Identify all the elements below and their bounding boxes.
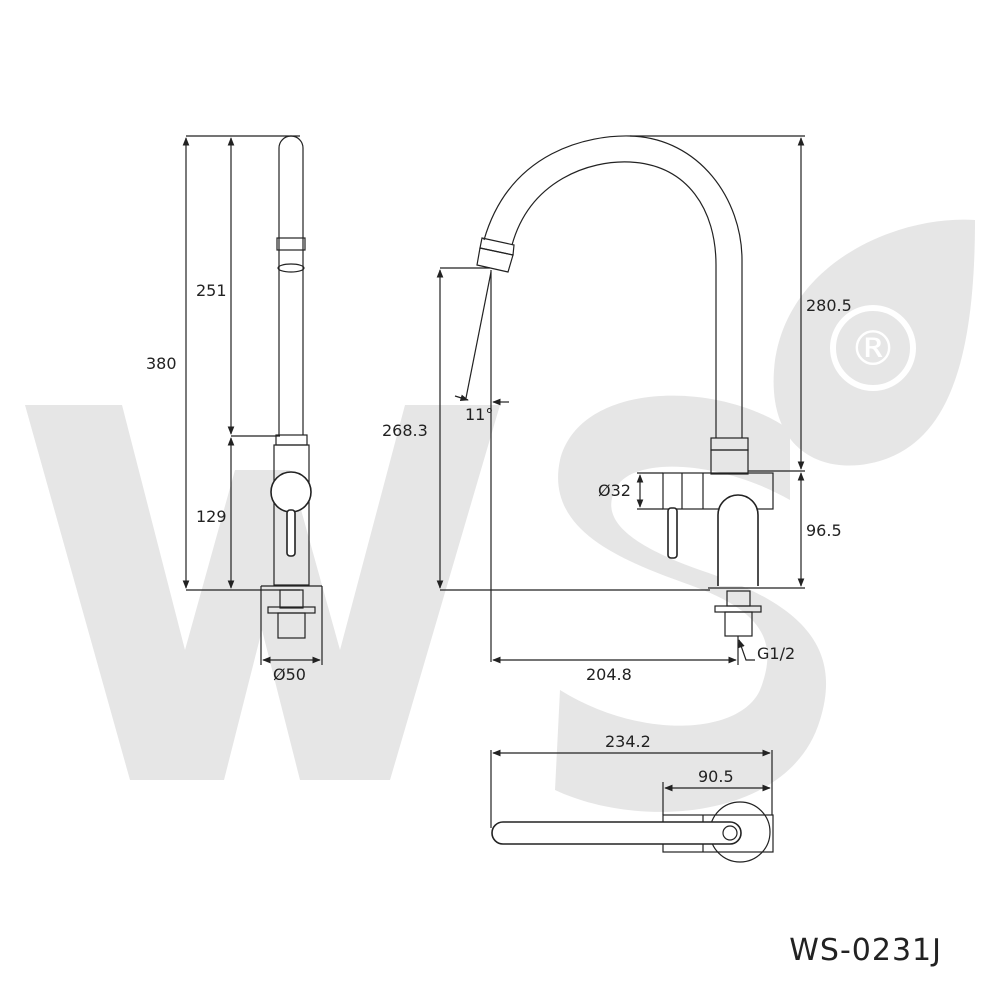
model-code: WS-0231J xyxy=(789,933,942,968)
side-handle-knob xyxy=(270,471,312,513)
dim-251-label: 251 xyxy=(196,281,227,300)
watermark: ® xyxy=(25,219,975,812)
dim-angle-label: 11° xyxy=(465,405,493,424)
front-spout-neck xyxy=(710,449,749,475)
side-base-thread xyxy=(277,612,306,639)
registered-mark-ring xyxy=(830,305,916,391)
side-spout-ring xyxy=(276,237,306,251)
registered-mark: ® xyxy=(849,321,897,377)
dim-380-label: 380 xyxy=(146,354,177,373)
dim-angle-arrow-left xyxy=(454,394,469,401)
dim-90-label: 90.5 xyxy=(698,767,734,786)
front-body-block xyxy=(662,472,774,510)
front-body-cylinder xyxy=(717,494,759,586)
side-handle-lever xyxy=(286,509,296,557)
top-view: 234.2 90.5 xyxy=(490,732,774,863)
dim-234-label: 234.2 xyxy=(605,732,651,751)
side-body-collar xyxy=(275,434,308,446)
dim-268-label: 268.3 xyxy=(382,421,428,440)
side-spout-joint xyxy=(277,263,305,273)
front-spout-inner xyxy=(511,161,717,438)
dim-280-label: 280.5 xyxy=(806,296,852,315)
dim-96-label: 96.5 xyxy=(806,521,842,540)
dim-angle-spray-line xyxy=(465,271,492,399)
dim-32-label: Ø32 xyxy=(598,481,631,500)
front-aerator xyxy=(476,247,514,273)
dim-50-label: Ø50 xyxy=(273,665,306,684)
dim-thread-leader xyxy=(738,639,755,661)
watermark-letter-w xyxy=(25,405,500,780)
side-body xyxy=(273,444,310,586)
front-view: 268.3 11° 280.5 96.5 Ø32 204.8 G1/2 xyxy=(382,135,852,684)
dim-129-label: 129 xyxy=(196,507,227,526)
top-spout xyxy=(491,821,742,845)
side-spout-tube xyxy=(278,135,304,435)
watermark-leaf-shape xyxy=(773,219,975,466)
side-view: 380 251 129 Ø50 xyxy=(146,135,323,684)
top-spout-end xyxy=(722,825,738,841)
dim-thread-label: G1/2 xyxy=(757,644,795,663)
front-spout-outer xyxy=(483,135,743,438)
front-handle-lever xyxy=(667,507,678,559)
dim-204-label: 204.8 xyxy=(586,665,632,684)
watermark-letter-s xyxy=(555,395,827,812)
front-aerator-ring xyxy=(479,237,515,256)
